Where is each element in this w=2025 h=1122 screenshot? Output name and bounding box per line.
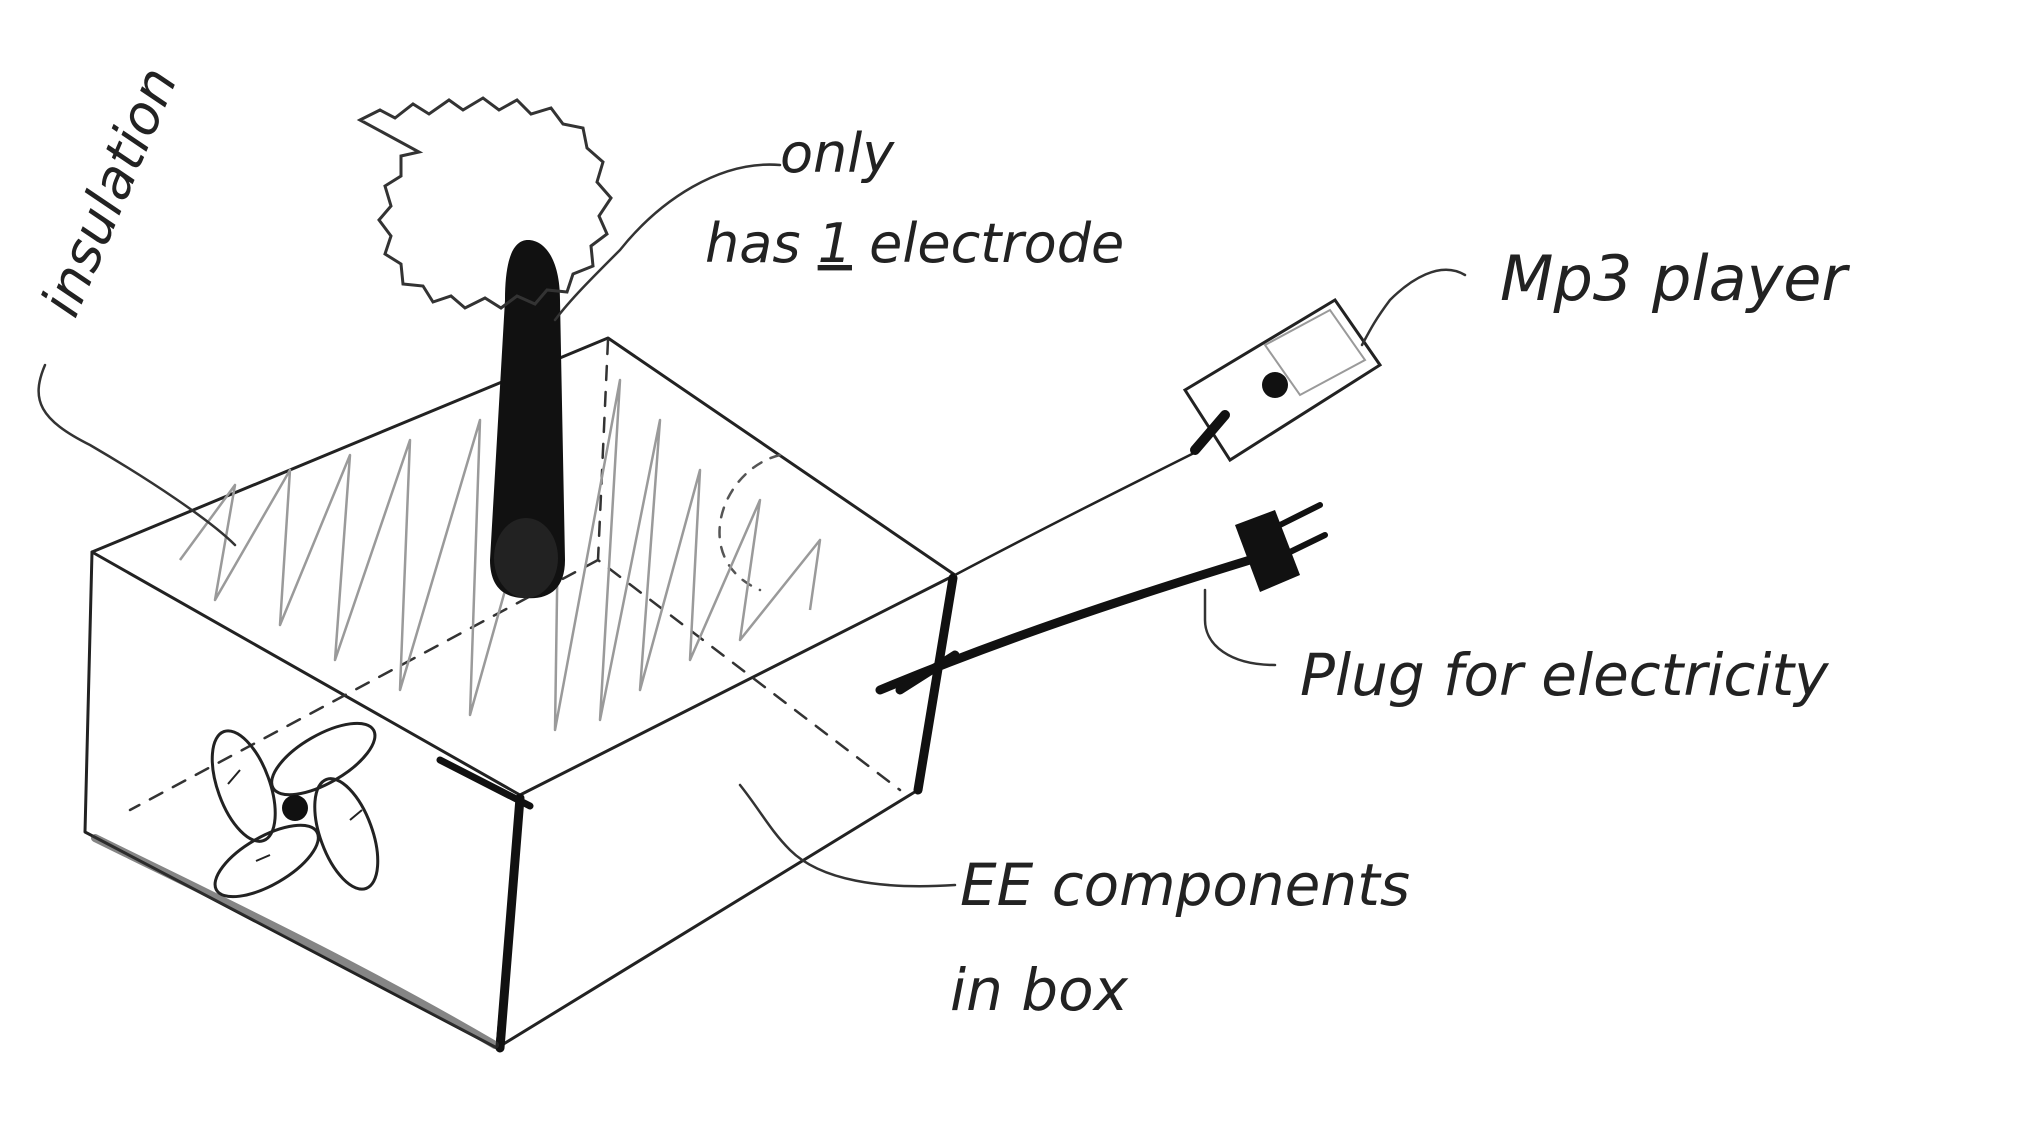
label-electrode-line1: only	[780, 122, 895, 185]
label-mp3-player: Mp3 player	[1500, 242, 1850, 315]
label-ee-line1: EE components	[960, 851, 1410, 919]
leader-insulation	[39, 365, 235, 545]
electrode	[360, 98, 611, 598]
power-cable	[880, 560, 1250, 690]
label-ee-line2: in box	[950, 956, 1129, 1024]
label-electrode-line2: has 1 electrode	[705, 212, 1124, 275]
mp3-player	[1185, 300, 1380, 460]
label-plug: Plug for electricity	[1300, 641, 1829, 709]
label-electrode-suffix: electrode	[852, 212, 1124, 275]
box-front-edge	[500, 798, 520, 1048]
box-right-face	[497, 575, 955, 1048]
box-top-edge-heavy	[440, 760, 530, 806]
label-insulation: insulation	[29, 58, 190, 325]
leader-mp3	[1362, 270, 1465, 345]
label-electrode-number: 1	[818, 212, 852, 275]
power-plug-icon	[1235, 505, 1325, 592]
label-electrode-prefix: has	[705, 212, 818, 275]
box-hidden-edge-1	[598, 340, 900, 790]
mp3-player-button	[1262, 372, 1288, 398]
leader-plug	[1205, 590, 1275, 665]
leader-ee	[740, 785, 955, 886]
electrode-cloud	[360, 98, 611, 308]
mp3-cable	[955, 450, 1200, 575]
electrode-base	[494, 518, 558, 598]
fan-icon	[199, 709, 390, 911]
box-right-edge	[918, 578, 953, 790]
